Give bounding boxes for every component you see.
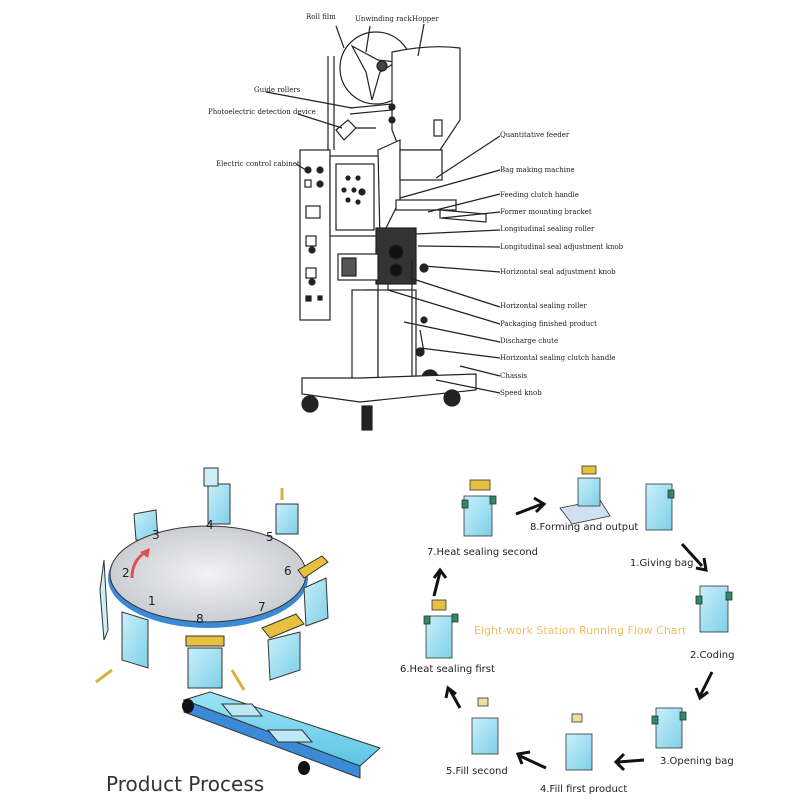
label-electric-cabinet: Electric control cabinet <box>216 160 300 168</box>
label-unwinding-rack: Unwinding rack <box>355 15 412 23</box>
step-2-bag <box>699 585 729 633</box>
station-4-filler <box>207 483 231 525</box>
flow-step-label: 8.Forming and output <box>530 522 639 533</box>
flow-step-label: 2.Coding <box>690 650 735 661</box>
flow-step-label: 1.Giving bag <box>630 558 694 569</box>
label-right: Horizontal sealing roller <box>500 302 587 310</box>
label-right: Longitudinal sealing roller <box>500 225 595 233</box>
label-right: Former mounting bracket <box>500 208 592 216</box>
product-process-title: Product Process <box>106 772 265 796</box>
station-number: 4 <box>206 518 214 532</box>
station-number: 8 <box>196 612 204 626</box>
step-4-bag <box>565 733 593 771</box>
flow-step-label: 3.Opening bag <box>660 756 734 767</box>
label-right: Horizontal seal adjustment knob <box>500 268 616 276</box>
label-right: Horizontal sealing clutch handle <box>500 354 616 362</box>
station-number: 3 <box>152 528 160 542</box>
label-right: Bag making machine <box>500 166 575 174</box>
electric-cabinet-drawing <box>299 149 331 321</box>
label-right: Chassis <box>500 372 528 380</box>
station-number: 5 <box>266 530 274 544</box>
station-number: 1 <box>148 594 156 608</box>
label-right: Speed knob <box>500 389 542 397</box>
label-guide-rollers: Guide rollers <box>254 86 301 94</box>
station-5-filler <box>275 503 299 535</box>
label-hopper: Hopper <box>412 15 439 23</box>
flow-step-label: 5.Fill second <box>446 766 508 777</box>
label-photoelectric: Photoelectric detection device <box>208 108 316 116</box>
label-right: Feeding clutch handle <box>500 191 579 199</box>
packaging-machine-drawing <box>265 23 501 431</box>
label-right: Packaging finished product <box>500 320 597 328</box>
label-right: Discharge chute <box>500 337 559 345</box>
flow-arrows <box>432 496 714 772</box>
label-roll-film: Roll film <box>306 13 336 21</box>
label-right: Quantitative feeder <box>500 131 570 139</box>
step-5-bag <box>471 717 499 755</box>
flow-step-label: 4.Fill first product <box>540 784 628 795</box>
step-7-bag <box>463 495 493 537</box>
label-right: Longitudinal seal adjustment knob <box>500 243 624 251</box>
step-3-bag <box>655 707 683 749</box>
station-number: 7 <box>258 600 266 614</box>
flow-step-label: 6.Heat sealing first <box>400 664 495 675</box>
station-number: 2 <box>122 566 130 580</box>
flow-chart-title: Eight-work Station Running Flow Chart <box>474 624 687 637</box>
station-number: 6 <box>284 564 292 578</box>
flow-step-label: 7.Heat sealing second <box>427 547 539 558</box>
